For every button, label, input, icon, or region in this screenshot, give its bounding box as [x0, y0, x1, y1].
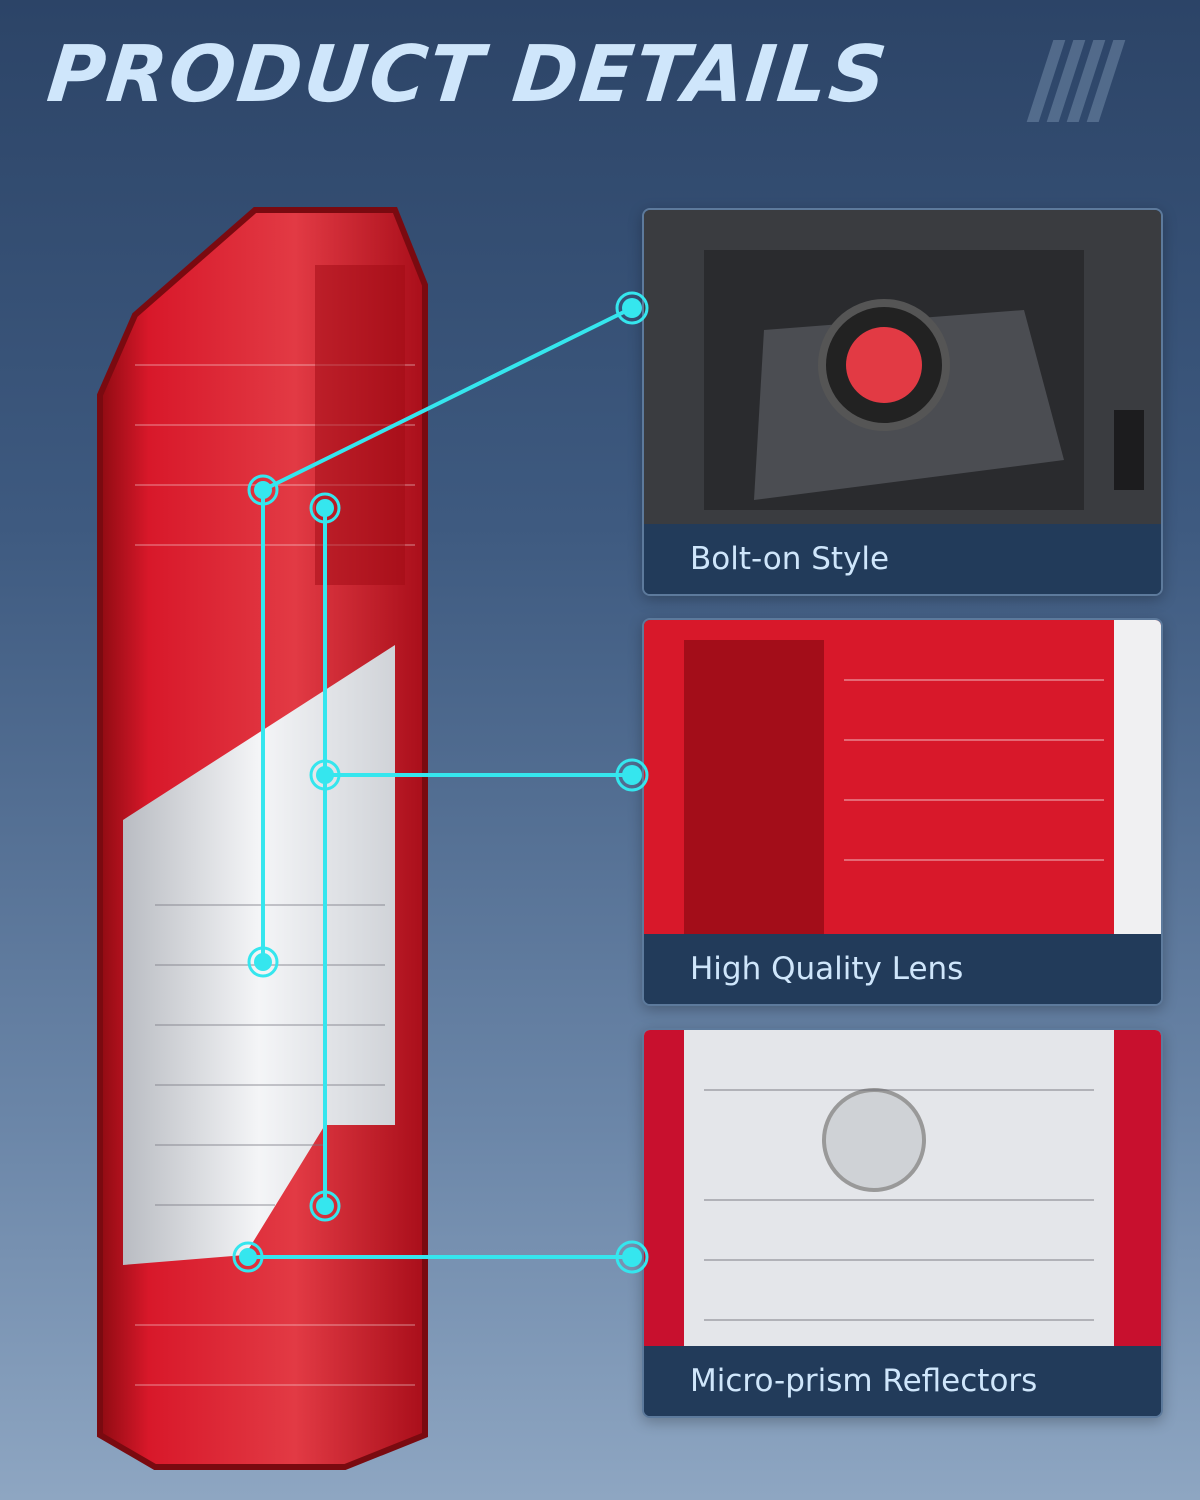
feature-card-reflectors: Micro-prism Reflectors: [642, 1028, 1163, 1418]
bolt-on-closeup-image: [644, 210, 1161, 524]
marker-dot-icon: [232, 1241, 264, 1273]
feature-card-lens: High Quality Lens: [642, 618, 1163, 1006]
feature-card-bolt-on: Bolt-on Style: [642, 208, 1163, 596]
lens-closeup-image: [644, 620, 1161, 934]
reflectors-closeup-image: [644, 1030, 1161, 1346]
marker-dot-icon: [615, 291, 649, 325]
feature-caption: Bolt-on Style: [644, 524, 1161, 594]
marker-dot-icon: [309, 1190, 341, 1222]
feature-caption: Micro-prism Reflectors: [644, 1346, 1161, 1416]
feature-caption: High Quality Lens: [644, 934, 1161, 1004]
marker-dot-icon: [615, 758, 649, 792]
marker-dot-icon: [247, 474, 279, 506]
marker-dots: [232, 291, 649, 1274]
marker-dot-icon: [247, 946, 279, 978]
marker-dot-icon: [309, 492, 341, 524]
marker-dot-icon: [309, 759, 341, 791]
marker-dot-icon: [615, 1240, 649, 1274]
